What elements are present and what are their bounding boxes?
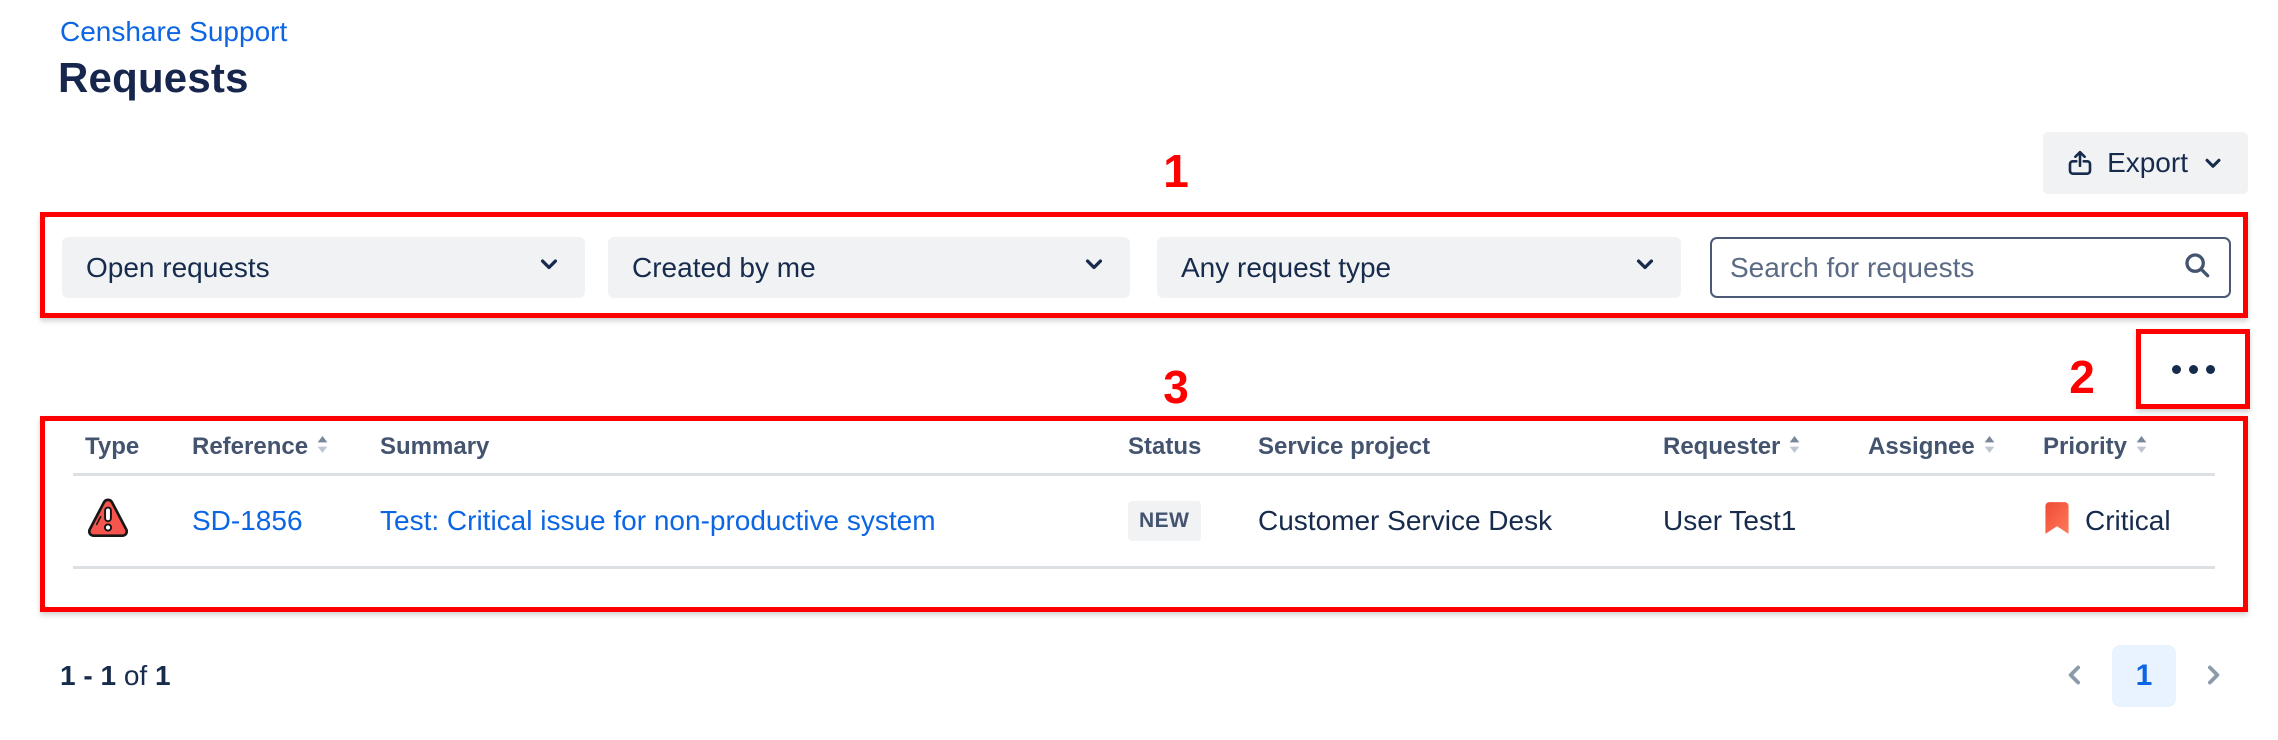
ellipsis-icon bbox=[2171, 364, 2215, 374]
sort-icon bbox=[2135, 433, 2148, 461]
sort-icon bbox=[316, 433, 329, 461]
priority-cell: Critical bbox=[2043, 501, 2219, 542]
search-input[interactable] bbox=[1730, 251, 2181, 284]
previous-page-button[interactable] bbox=[2050, 645, 2100, 707]
row-divider bbox=[73, 566, 2215, 569]
priority-label: Critical bbox=[2085, 505, 2171, 536]
status-badge: NEW bbox=[1128, 501, 1201, 541]
sort-icon bbox=[1983, 433, 1996, 461]
request-type-cell bbox=[85, 495, 192, 548]
pagination-controls: 1 bbox=[2050, 645, 2238, 707]
next-page-button[interactable] bbox=[2188, 645, 2238, 707]
reference-cell: SD-1856 bbox=[192, 505, 380, 537]
request-type-dropdown[interactable]: Any request type bbox=[1157, 237, 1681, 298]
search-icon[interactable] bbox=[2181, 249, 2213, 286]
created-by-dropdown[interactable]: Created by me bbox=[608, 237, 1130, 298]
header-divider bbox=[73, 473, 2215, 476]
annotation-box-more-options bbox=[2136, 329, 2250, 409]
annotation-box-requests-table: Type Reference Summary Status Service pr… bbox=[40, 416, 2248, 612]
annotation-step-2: 2 bbox=[2069, 351, 2095, 403]
critical-flag-icon bbox=[2043, 501, 2071, 542]
service-project-cell: Customer Service Desk bbox=[1258, 505, 1553, 536]
table-header-row: Type Reference Summary Status Service pr… bbox=[45, 421, 2243, 473]
sort-icon bbox=[1788, 433, 1801, 461]
request-type-value: Any request type bbox=[1181, 251, 1392, 283]
search-field-wrapper bbox=[1710, 237, 2231, 298]
chevron-down-icon bbox=[2200, 150, 2226, 176]
chevron-down-icon bbox=[1631, 250, 1659, 285]
annotation-step-1: 1 bbox=[1163, 145, 1189, 197]
table-row: SD-1856 Test: Critical issue for non-pro… bbox=[45, 476, 2243, 566]
breadcrumb-censhare-support[interactable]: Censhare Support bbox=[60, 16, 288, 47]
export-icon bbox=[2065, 148, 2095, 178]
column-header-priority[interactable]: Priority bbox=[2043, 433, 2219, 461]
annotation-step-3: 3 bbox=[1163, 361, 1189, 413]
reference-link[interactable]: SD-1856 bbox=[192, 505, 303, 536]
chevron-right-icon bbox=[2198, 660, 2228, 693]
column-header-summary: Summary bbox=[380, 433, 490, 460]
column-header-status: Status bbox=[1128, 433, 1202, 460]
export-button-label: Export bbox=[2107, 147, 2188, 178]
chevron-down-icon bbox=[1080, 250, 1108, 285]
column-header-reference[interactable]: Reference bbox=[192, 433, 380, 461]
column-header-service-project: Service project bbox=[1258, 433, 1431, 460]
summary-cell: Test: Critical issue for non-productive … bbox=[380, 505, 1128, 537]
summary-link[interactable]: Test: Critical issue for non-productive … bbox=[380, 505, 936, 536]
critical-warning-icon bbox=[85, 498, 131, 547]
status-cell: NEW bbox=[1128, 501, 1258, 541]
request-status-value: Open requests bbox=[86, 251, 270, 283]
current-page-button[interactable]: 1 bbox=[2112, 645, 2176, 707]
column-header-type: Type bbox=[85, 433, 140, 460]
page-title: Requests bbox=[58, 54, 249, 101]
requester-cell: User Test1 bbox=[1663, 505, 1797, 536]
results-range-text: 1 - 1 of 1 bbox=[60, 660, 171, 691]
chevron-left-icon bbox=[2060, 660, 2090, 693]
request-status-dropdown[interactable]: Open requests bbox=[62, 237, 585, 298]
chevron-down-icon bbox=[535, 250, 563, 285]
column-header-requester[interactable]: Requester bbox=[1663, 433, 1868, 461]
column-header-assignee[interactable]: Assignee bbox=[1868, 433, 2043, 461]
more-options-button[interactable] bbox=[2141, 334, 2245, 404]
annotation-box-filters: Open requests Created by me Any request … bbox=[40, 212, 2248, 318]
created-by-value: Created by me bbox=[632, 251, 816, 283]
export-button[interactable]: Export bbox=[2043, 132, 2248, 194]
